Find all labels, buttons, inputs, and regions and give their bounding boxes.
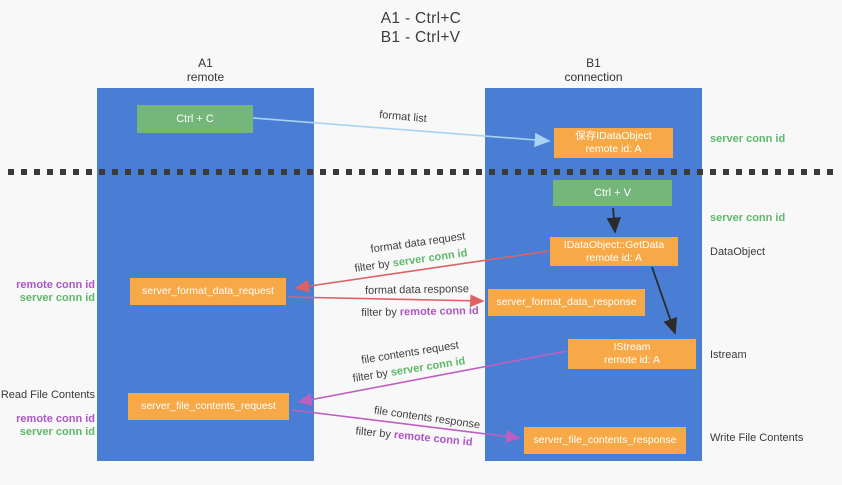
server-format-data-request-box: server_format_data_request xyxy=(130,278,286,305)
save-dataobject-line2: remote id: A xyxy=(585,143,642,155)
left-server-conn-id-label-2: server conn id xyxy=(19,426,95,438)
getdata-line1: IDataObject::GetData xyxy=(563,238,665,251)
server-format-data-request-label: server_format_data_request xyxy=(142,285,274,297)
title-line-2: B1 - Ctrl+V xyxy=(380,29,461,46)
format-data-response-label: format data response xyxy=(364,283,470,297)
format-data-response-arrow xyxy=(287,294,485,308)
dataobject-label: DataObject xyxy=(710,246,766,258)
getdata-box: IDataObject::GetData remote id: A xyxy=(550,237,678,266)
remote-conn-id-text: remote conn id xyxy=(393,429,473,449)
column-a1-name: A1 xyxy=(198,56,213,70)
server-file-contents-response-box: server_file_contents_response xyxy=(524,427,686,454)
read-file-contents-label: Read File Contents xyxy=(0,389,95,401)
server-file-contents-request-label: server_file_contents_request xyxy=(141,400,276,412)
format-response-filter-label: filter by remote conn id xyxy=(361,305,479,319)
right-server-conn-id-label-1: server conn id xyxy=(710,133,786,145)
getdata-line2: remote id: A xyxy=(585,251,643,264)
column-b1-header: B1 connection xyxy=(485,56,702,84)
column-b1-name: B1 xyxy=(586,56,601,70)
istream-line1: IStream xyxy=(613,341,651,353)
filter-by-text: filter by xyxy=(353,258,391,275)
server-file-contents-response-label: server_file_contents_response xyxy=(533,434,677,446)
server-file-contents-request-box: server_file_contents_request xyxy=(128,393,289,420)
save-dataobject-line1: 保存IDataObject xyxy=(575,130,652,142)
file-contents-response-label: file contents response xyxy=(373,404,481,432)
filter-by-text: filter by xyxy=(361,306,397,320)
filter-by-text: filter by xyxy=(355,425,392,441)
server-format-data-response-box: server_format_data_response xyxy=(488,289,645,316)
server-format-data-response-label: server_format_data_response xyxy=(496,296,637,308)
column-b1-subtitle: connection xyxy=(564,70,623,84)
left-remote-conn-id-label-1: remote conn id xyxy=(16,279,95,291)
right-server-conn-id-label-2: server conn id xyxy=(710,212,786,224)
ctrl-c-label: Ctrl + C xyxy=(176,112,214,125)
istream-line2: remote id: A xyxy=(603,354,661,366)
ctrl-v-label: Ctrl + V xyxy=(594,186,631,199)
diagram-title: A1 - Ctrl+C B1 - Ctrl+V xyxy=(0,9,842,47)
save-dataobject-box: 保存IDataObject remote id: A xyxy=(554,128,673,158)
istream-box: IStream remote id: A xyxy=(568,339,696,369)
column-a1-subtitle: remote xyxy=(186,70,225,84)
write-file-contents-label: Write File Contents xyxy=(710,432,804,444)
remote-conn-id-text: remote conn id xyxy=(399,304,479,319)
title-line-1: A1 - Ctrl+C xyxy=(380,10,462,27)
column-a1-header: A1 remote xyxy=(97,56,314,84)
file-response-filter-label: filter by remote conn id xyxy=(355,425,473,448)
ctrl-c-box: Ctrl + C xyxy=(137,105,253,133)
format-list-label: format list xyxy=(378,108,428,126)
left-server-conn-id-label-1: server conn id xyxy=(19,292,95,304)
left-remote-conn-id-label-2: remote conn id xyxy=(16,413,95,425)
filter-by-text: filter by xyxy=(351,367,389,385)
istream-side-label: Istream xyxy=(710,349,747,361)
ctrl-v-box: Ctrl + V xyxy=(553,180,672,206)
